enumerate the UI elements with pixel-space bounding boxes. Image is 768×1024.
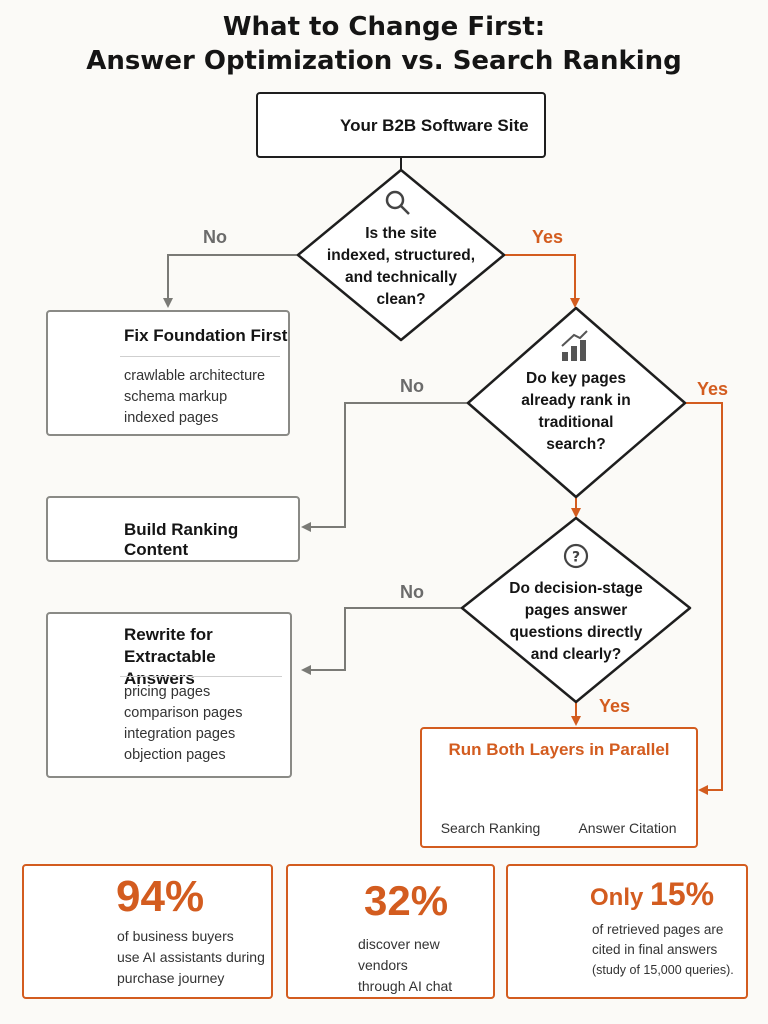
- page-title: What to Change First: Answer Optimizatio…: [0, 10, 768, 78]
- stat-line: of business buyers: [117, 928, 234, 944]
- stat-text-2: discover new vendors through AI chat: [358, 934, 493, 997]
- question-icon: ?: [563, 543, 589, 569]
- decision-2-line: already rank in: [521, 392, 631, 409]
- decision-1-line: clean?: [376, 291, 426, 308]
- decision-3-text: Do decision-stage pages answer questions…: [486, 578, 666, 666]
- rewrite-items: pricing pages comparison pages integrati…: [124, 682, 243, 766]
- decision-1-text: Is the site indexed, structured, and tec…: [321, 223, 481, 311]
- decision-diamond-1: [296, 168, 506, 342]
- stat-text-1: of business buyers use AI assistants dur…: [117, 926, 265, 989]
- magnifier-icon: [385, 190, 410, 215]
- svg-text:?: ?: [572, 550, 580, 566]
- bar-chart-icon: [561, 330, 588, 361]
- decision-3-line: Do decision-stage: [509, 580, 643, 597]
- stat-prefix-3: Only: [590, 884, 651, 911]
- stat-value-3: Only 15%: [590, 876, 714, 913]
- decision-1-line: and technically: [345, 269, 457, 286]
- decision-2-line: traditional: [538, 414, 614, 431]
- stat-line: cited in final answers: [592, 942, 718, 957]
- parallel-right-label: Answer Citation: [578, 820, 677, 836]
- stat-card-2: 32% discover new vendors through AI chat: [286, 864, 495, 999]
- connector-d1-yes: [502, 254, 580, 308]
- title-line-1: What to Change First:: [222, 12, 546, 42]
- rewrite-title-line: Rewrite for: [124, 625, 213, 644]
- parallel-left-label: Search Ranking: [440, 820, 541, 836]
- foundation-item: indexed pages: [124, 410, 219, 426]
- rewrite-item: integration pages: [124, 726, 236, 742]
- rewrite-box: Rewrite for Extractable Answers pricing …: [46, 612, 292, 778]
- rewrite-item: pricing pages: [124, 684, 211, 700]
- rewrite-title-line: Extractable Answers: [124, 647, 216, 688]
- foundation-item: crawlable architecture: [124, 368, 266, 384]
- decision-3-line: and clearly?: [530, 646, 622, 663]
- build-ranking-box: Build Ranking Content: [46, 496, 300, 562]
- stat-number-3: 15%: [650, 876, 715, 912]
- stat-card-1: 94% of business buyers use AI assistants…: [22, 864, 273, 999]
- decision-2-line: Do key pages: [526, 370, 626, 387]
- decision-1-line: Is the site: [365, 225, 437, 242]
- rewrite-item: comparison pages: [124, 705, 243, 721]
- decision-3-line: questions directly: [509, 624, 643, 641]
- decision-2-text: Do key pages already rank in traditional…: [496, 368, 656, 456]
- rewrite-item: objection pages: [124, 747, 226, 763]
- connector-d1-no: [163, 254, 298, 308]
- branch-yes-2: Yes: [697, 379, 729, 399]
- start-label: Your B2B Software Site: [340, 116, 529, 135]
- branch-yes-3: Yes: [599, 696, 631, 716]
- stat-line: discover new vendors: [358, 936, 440, 973]
- stat-value-2: 32%: [364, 877, 449, 924]
- fix-foundation-items: crawlable architecture schema markup ind…: [124, 366, 265, 429]
- decision-1-line: indexed, structured,: [326, 247, 476, 264]
- stat-text-3: of retrieved pages are cited in final an…: [592, 920, 734, 980]
- fix-foundation-box: Fix Foundation First crawlable architect…: [46, 310, 290, 436]
- parallel-title: Run Both Layers in Parallel: [448, 740, 670, 759]
- connector-d2-yes: [685, 402, 723, 795]
- parallel-box: Run Both Layers in Parallel Search Ranki…: [420, 727, 698, 848]
- decision-2-line: search?: [546, 436, 606, 453]
- stat-line: purchase journey: [117, 970, 225, 986]
- stat-line: use AI assistants during: [117, 949, 265, 965]
- fix-foundation-divider: [120, 356, 280, 357]
- rewrite-title: Rewrite for Extractable Answers: [124, 624, 290, 690]
- build-ranking-title: Build Ranking Content: [124, 520, 239, 559]
- start-box: Your B2B Software Site: [256, 92, 546, 158]
- title-line-2: Answer Optimization vs. Search Ranking: [86, 46, 682, 76]
- fix-foundation-title: Fix Foundation First: [124, 326, 288, 345]
- stat-line: through AI chat: [358, 978, 453, 994]
- branch-no-2: No: [400, 376, 424, 396]
- decision-3-line: pages answer: [524, 602, 628, 619]
- stat-value-1: 94%: [116, 872, 205, 921]
- stat-line: (study of 15,000 queries).: [592, 963, 734, 977]
- connector-d2-no: [301, 402, 468, 532]
- decision-diamond-2: [466, 306, 687, 499]
- decision-diamond-3: [460, 516, 692, 704]
- rewrite-divider: [120, 676, 282, 677]
- branch-yes-1: Yes: [532, 227, 564, 247]
- connector-d3-no: [301, 607, 462, 675]
- branch-no-1: No: [203, 227, 227, 247]
- foundation-item: schema markup: [124, 389, 228, 405]
- stat-card-3: Only 15% of retrieved pages are cited in…: [506, 864, 748, 999]
- branch-no-3: No: [400, 582, 424, 602]
- stat-line: of retrieved pages are: [592, 922, 724, 937]
